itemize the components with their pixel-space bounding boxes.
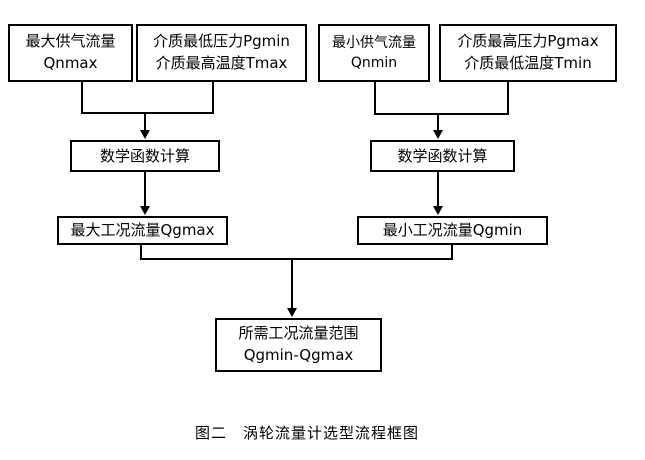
node-math-calc-right-label: 数学函数计算 xyxy=(397,146,488,165)
figure-caption: 图二 涡轮流量计选型流程框图 xyxy=(195,424,420,442)
node-min-supply-flow-line2: Qnmin xyxy=(350,55,398,71)
node-qgmax-label: 最大工况流量Qgmax xyxy=(70,221,215,240)
connector-math-calc-right-to-qgmin xyxy=(437,172,439,208)
arrowhead-into-math-calc-right xyxy=(433,130,443,139)
node-min-pressure-max-temp-line1: 介质最低压力Pgmin xyxy=(153,32,290,51)
connector-min-supply-flow-drop xyxy=(374,82,376,115)
node-required-range-line1: 所需工况流量范围 xyxy=(238,324,359,343)
node-min-supply-flow-line1: 最小供气流量 xyxy=(332,34,416,51)
connector-right-merge-stem xyxy=(437,113,439,132)
node-qgmin-label: 最小工况流量Qgmin xyxy=(382,221,523,240)
connector-qgmin-drop xyxy=(451,245,453,260)
node-qgmin: 最小工况流量Qgmin xyxy=(357,216,548,245)
node-required-range: 所需工况流量范围 Qgmin-Qgmax xyxy=(215,318,382,372)
node-min-pressure-max-temp-line2: 介质最高温度Tmax xyxy=(155,54,288,72)
node-required-range-line2: Qgmin-Qgmax xyxy=(243,346,354,364)
node-qgmax: 最大工况流量Qgmax xyxy=(57,216,228,245)
node-math-calc-left: 数学函数计算 xyxy=(70,140,220,172)
connector-qgmax-drop xyxy=(140,245,142,260)
node-max-pressure-min-temp-line2: 介质最低温度Tmin xyxy=(464,54,592,72)
connector-bottom-merge-stem xyxy=(291,258,293,310)
arrowhead-into-math-calc-left xyxy=(140,130,150,139)
node-max-supply-flow: 最大供气流量 Qnmax xyxy=(8,24,133,82)
connector-left-merge-stem xyxy=(144,112,146,132)
node-min-pressure-max-temp: 介质最低压力Pgmin 介质最高温度Tmax xyxy=(136,24,307,82)
arrowhead-into-qgmin xyxy=(433,206,443,215)
connector-right-merge-bar xyxy=(374,113,509,115)
connector-bottom-merge-bar xyxy=(140,258,453,260)
node-max-pressure-min-temp: 介质最高压力Pgmax 介质最低温度Tmin xyxy=(439,24,617,82)
connector-left-merge-bar xyxy=(81,112,214,114)
node-min-supply-flow: 最小供气流量 Qnmin xyxy=(318,24,430,82)
node-max-supply-flow-line1: 最大供气流量 xyxy=(25,32,116,51)
arrowhead-into-required-range xyxy=(287,308,297,317)
arrowhead-into-qgmax xyxy=(140,206,150,215)
node-max-supply-flow-line2: Qnmax xyxy=(43,54,98,72)
connector-math-calc-left-to-qgmax xyxy=(144,172,146,208)
connector-max-supply-flow-drop xyxy=(81,82,83,114)
node-math-calc-left-label: 数学函数计算 xyxy=(99,146,190,165)
connector-max-pressure-min-temp-drop xyxy=(507,82,509,115)
node-max-pressure-min-temp-line1: 介质最高压力Pgmax xyxy=(457,32,599,51)
connector-min-pressure-max-temp-drop xyxy=(212,82,214,114)
node-math-calc-right: 数学函数计算 xyxy=(370,140,515,172)
